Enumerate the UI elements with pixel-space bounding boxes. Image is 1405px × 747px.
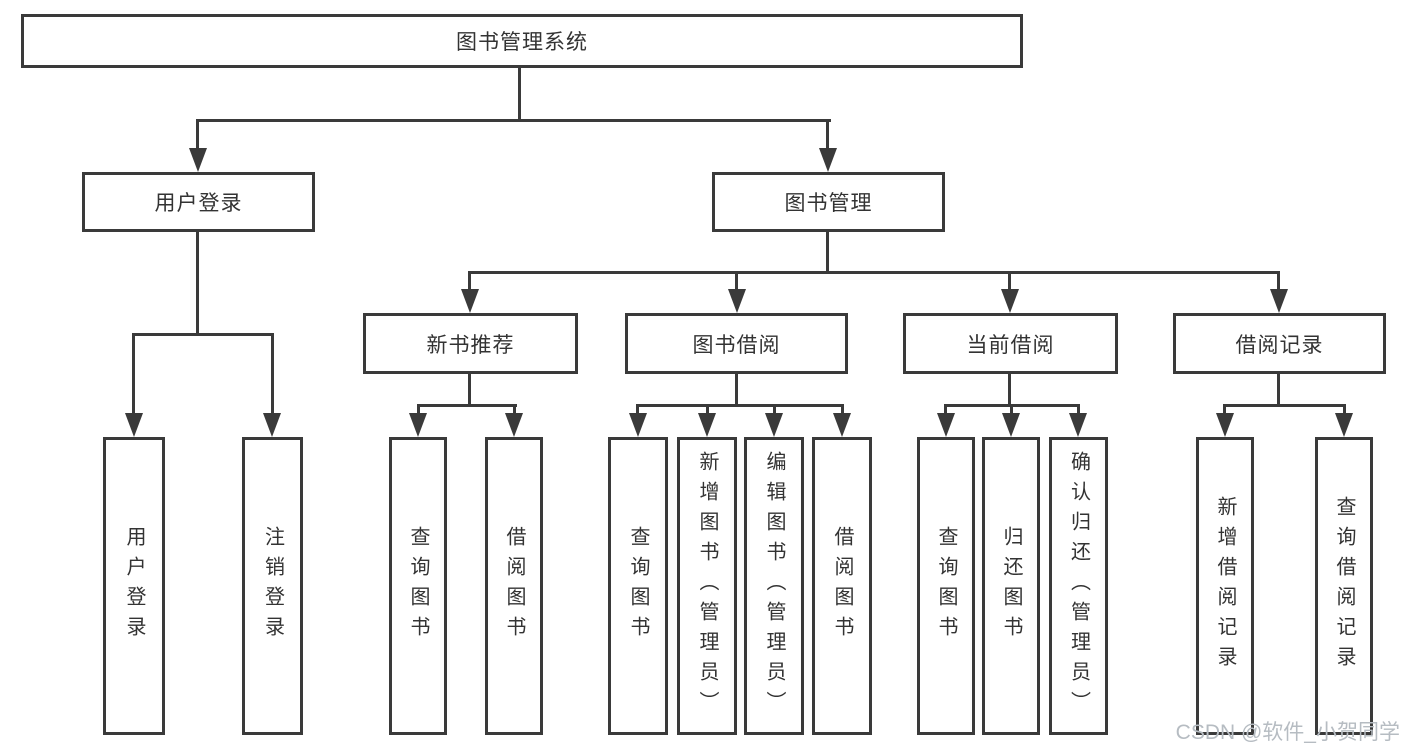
node-label: 新增借阅记录 bbox=[1214, 496, 1236, 676]
node-label: 确认归还（管理员） bbox=[1067, 451, 1090, 721]
connector-bookmgmt-arm-1 bbox=[468, 271, 471, 293]
connector-borrow-arm-4 bbox=[841, 404, 844, 417]
arrow-down-icon bbox=[1270, 289, 1288, 313]
arrow-down-icon bbox=[409, 413, 427, 437]
connector-newbook-arm-2 bbox=[513, 404, 516, 417]
arrow-down-icon bbox=[1002, 413, 1020, 437]
leaf-query-books-current: 查询图书 bbox=[917, 437, 975, 735]
connector-current-stem bbox=[1008, 373, 1011, 406]
node-label: 用户登录 bbox=[154, 192, 243, 215]
arrow-down-icon bbox=[1335, 413, 1353, 437]
connector-bookmgmt-arm-4 bbox=[1277, 271, 1280, 293]
arrow-down-icon bbox=[505, 413, 523, 437]
connector-borrow-arm-3 bbox=[773, 404, 776, 417]
node-label: 图书管理系统 bbox=[456, 31, 588, 54]
connector-current-arm-2 bbox=[1010, 404, 1013, 417]
node-user-login: 用户登录 bbox=[82, 172, 315, 232]
leaf-user-login: 用户登录 bbox=[103, 437, 165, 735]
arrow-down-icon bbox=[833, 413, 851, 437]
leaf-add-books-admin: 新增图书（管理员） bbox=[677, 437, 737, 735]
leaf-add-borrow-record: 新增借阅记录 bbox=[1196, 437, 1254, 735]
leaf-query-books-newbook: 查询图书 bbox=[389, 437, 447, 735]
leaf-query-borrow-record: 查询借阅记录 bbox=[1315, 437, 1373, 735]
node-label: 归还图书 bbox=[1000, 526, 1022, 646]
node-current-borrow: 当前借阅 bbox=[903, 313, 1118, 374]
node-label: 借阅图书 bbox=[831, 526, 853, 646]
connector-borrow-stem bbox=[735, 373, 738, 406]
node-label: 新增图书（管理员） bbox=[696, 451, 718, 721]
connector-records-stem bbox=[1277, 373, 1280, 406]
connector-bookmgmt-arm-2 bbox=[735, 271, 738, 293]
connector-userlogin-stem bbox=[196, 231, 199, 335]
node-label: 注销登录 bbox=[261, 526, 284, 646]
connector-root-hbar bbox=[196, 119, 831, 122]
connector-userlogin-hbar bbox=[132, 333, 274, 336]
arrow-down-icon bbox=[263, 413, 281, 437]
node-library-system: 图书管理系统 bbox=[21, 14, 1023, 68]
node-label: 查询图书 bbox=[935, 526, 957, 646]
node-label: 图书借阅 bbox=[692, 333, 781, 357]
node-book-management: 图书管理 bbox=[712, 172, 945, 232]
arrow-down-icon bbox=[1001, 289, 1019, 313]
node-label: 用户登录 bbox=[123, 526, 145, 646]
arrow-down-icon bbox=[765, 413, 783, 437]
leaf-logout: 注销登录 bbox=[242, 437, 303, 735]
arrow-down-icon bbox=[728, 289, 746, 313]
node-label: 当前借阅 bbox=[966, 333, 1055, 357]
node-label: 借阅图书 bbox=[503, 526, 525, 646]
arrow-down-icon bbox=[819, 148, 837, 172]
node-label: 查询图书 bbox=[407, 526, 429, 646]
connector-borrow-arm-1 bbox=[636, 404, 639, 417]
connector-records-arm-2 bbox=[1343, 404, 1346, 417]
arrow-down-icon bbox=[189, 148, 207, 172]
leaf-borrow-books-borrow: 借阅图书 bbox=[812, 437, 872, 735]
leaf-borrow-books-newbook: 借阅图书 bbox=[485, 437, 543, 735]
node-label: 借阅记录 bbox=[1235, 333, 1324, 357]
connector-userlogin-arm-1 bbox=[132, 333, 135, 417]
node-new-book-recommend: 新书推荐 bbox=[363, 313, 578, 374]
node-label: 查询图书 bbox=[627, 526, 649, 646]
arrow-down-icon bbox=[461, 289, 479, 313]
leaf-edit-books-admin: 编辑图书（管理员） bbox=[744, 437, 804, 735]
watermark: CSDN @软件_小贺同学 bbox=[1175, 721, 1400, 744]
node-label: 新书推荐 bbox=[426, 333, 515, 357]
connector-userlogin-arm-2 bbox=[271, 333, 274, 417]
connector-current-arm-3 bbox=[1077, 404, 1080, 417]
arrow-down-icon bbox=[698, 413, 716, 437]
connector-borrow-hbar bbox=[636, 404, 844, 407]
connector-bookmgmt-stem bbox=[826, 231, 829, 273]
connector-records-hbar bbox=[1223, 404, 1346, 407]
node-label: 查询借阅记录 bbox=[1333, 496, 1355, 676]
node-label: 图书管理 bbox=[784, 192, 873, 215]
connector-newbook-hbar bbox=[417, 404, 517, 407]
node-borrow-records: 借阅记录 bbox=[1173, 313, 1386, 374]
connector-current-arm-1 bbox=[944, 404, 947, 417]
arrow-down-icon bbox=[1216, 413, 1234, 437]
node-label: 编辑图书（管理员） bbox=[763, 451, 785, 721]
connector-root-arm-right bbox=[826, 119, 829, 152]
connector-bookmgmt-hbar bbox=[468, 271, 1280, 274]
leaf-return-books: 归还图书 bbox=[982, 437, 1040, 735]
leaf-query-books-borrow: 查询图书 bbox=[608, 437, 668, 735]
connector-records-arm-1 bbox=[1223, 404, 1226, 417]
arrow-down-icon bbox=[1069, 413, 1087, 437]
connector-root-arm-left bbox=[196, 119, 199, 152]
connector-newbook-stem bbox=[468, 373, 471, 406]
leaf-confirm-return-admin: 确认归还（管理员） bbox=[1049, 437, 1108, 735]
connector-root-stem bbox=[518, 67, 521, 121]
arrow-down-icon bbox=[629, 413, 647, 437]
arrow-down-icon bbox=[125, 413, 143, 437]
connector-newbook-arm-1 bbox=[417, 404, 420, 417]
connector-borrow-arm-2 bbox=[706, 404, 709, 417]
arrow-down-icon bbox=[937, 413, 955, 437]
connector-bookmgmt-arm-3 bbox=[1008, 271, 1011, 293]
node-book-borrow: 图书借阅 bbox=[625, 313, 848, 374]
